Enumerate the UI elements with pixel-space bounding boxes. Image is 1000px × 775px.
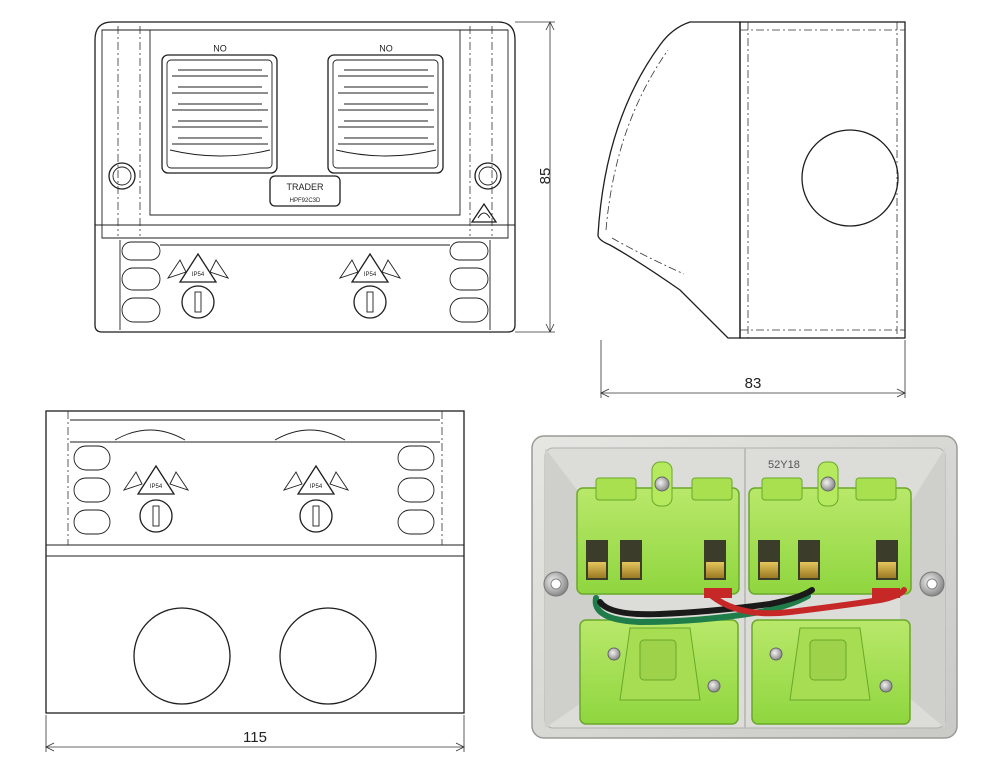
depth-dimension-label: 83 [745, 375, 762, 392]
right-mounting-hole [474, 162, 502, 190]
top-right-cable-entry [279, 607, 377, 705]
front-left-ip-indicator: IP54 [166, 252, 230, 319]
top-left-cable-entry [133, 607, 231, 705]
top-cable-entry-slots [73, 445, 435, 535]
left-switch-mechanism [576, 461, 740, 725]
right-switch-on-label: ON [379, 43, 393, 53]
svg-text:IP54: IP54 [364, 272, 377, 278]
side-view: 83 [597, 21, 906, 398]
brand-plate: TRADER HPF92C3D [269, 175, 341, 207]
front-lower-cable-entries [119, 240, 491, 330]
right-switch-mechanism [748, 461, 912, 725]
right-rocker-switch [327, 54, 444, 174]
wiring [592, 587, 907, 626]
top-view: IP54 IP54 115 [45, 410, 465, 752]
left-switch-on-label: ON [213, 43, 227, 53]
photo-code-label: 52Y18 [768, 459, 800, 471]
width-dimension: 115 [45, 715, 465, 752]
width-dimension-label: 115 [243, 729, 267, 746]
depth-dimension: 83 [600, 340, 906, 398]
brand-label: TRADER [286, 182, 324, 192]
svg-text:IP54: IP54 [310, 484, 323, 490]
side-cable-entry [801, 129, 899, 227]
front-right-ip-indicator: IP54 [338, 252, 402, 319]
svg-text:IP54: IP54 [192, 272, 205, 278]
rcm-mark-icon [470, 202, 498, 223]
height-dimension: 85 [515, 21, 555, 333]
left-rocker-switch [161, 54, 278, 174]
front-view: ON ON TRADER HPF92C3D [94, 21, 555, 333]
interior-photo: 52Y18 [531, 435, 958, 739]
top-left-ip-indicator: IP54 [122, 464, 190, 533]
height-dimension-label: 85 [537, 168, 554, 185]
model-label: HPF92C3D [290, 198, 321, 204]
top-right-ip-indicator: IP54 [282, 464, 350, 533]
left-mounting-hole [108, 162, 136, 190]
svg-text:IP54: IP54 [150, 484, 163, 490]
